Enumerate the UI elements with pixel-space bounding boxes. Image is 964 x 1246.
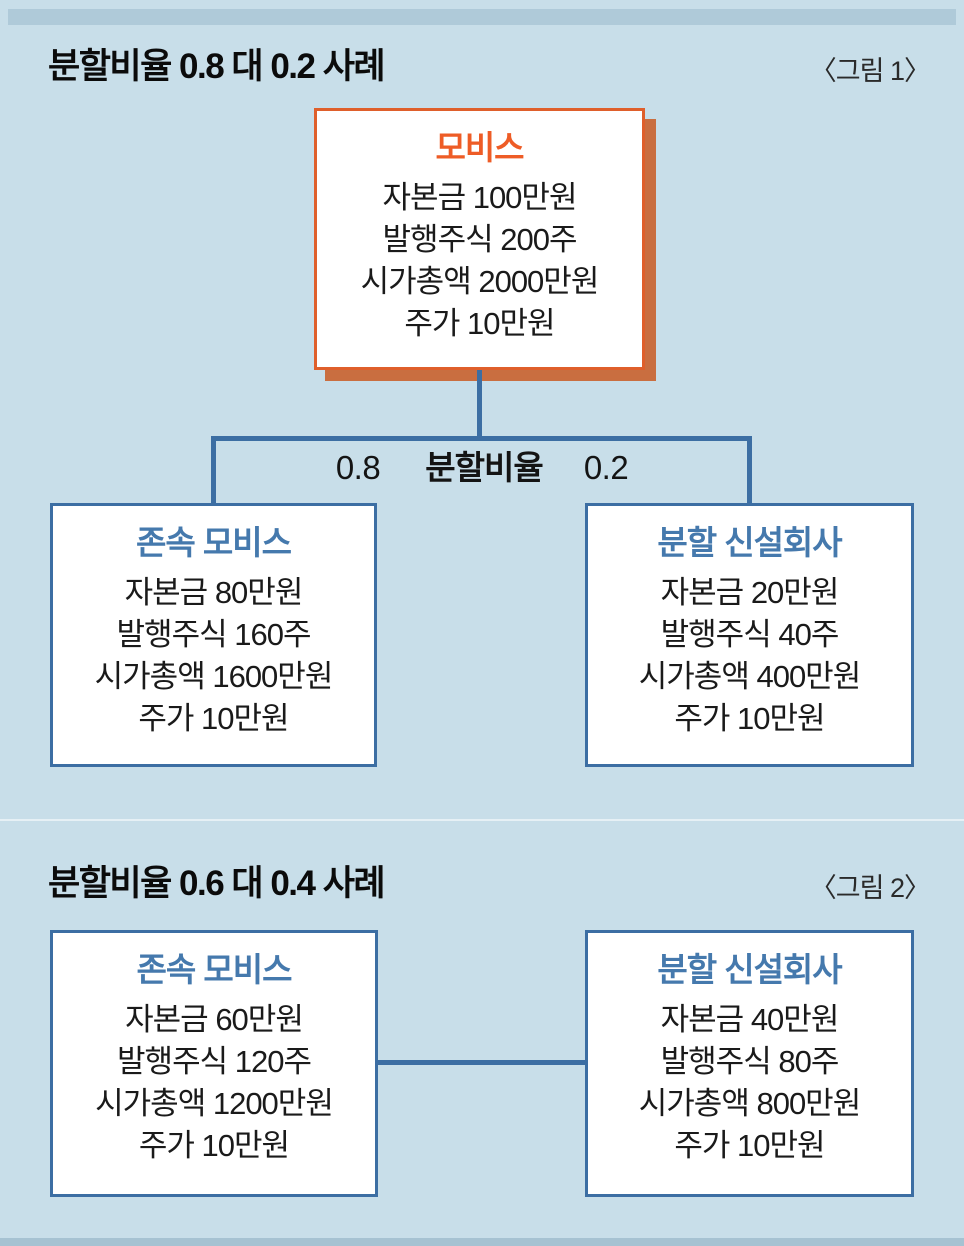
figure1-new-company-box: 분할 신설회사 자본금 20만원 발행주식 40주 시가총액 400만원 주가 … xyxy=(585,503,914,767)
surviving-company-details: 자본금 80만원 발행주식 160주 시가총액 1600만원 주가 10만원 xyxy=(53,572,374,740)
shares-line: 발행주식 120주 xyxy=(117,1044,312,1079)
marketcap-line: 시가총액 2000만원 xyxy=(360,264,600,299)
figure1-header: 분할비율 0.8 대 0.2 사례 xyxy=(48,47,386,86)
parent-company-box: 모비스 자본금 100만원 발행주식 200주 시가총액 2000만원 주가 1… xyxy=(314,108,645,370)
price-line: 주가 10만원 xyxy=(674,701,825,736)
connector-horizontal xyxy=(211,436,752,441)
shares-line: 발행주식 40주 xyxy=(660,617,840,652)
new-company-details: 자본금 40만원 발행주식 80주 시가총액 800만원 주가 10만원 xyxy=(588,999,911,1167)
figure1-label: 〈그림 1〉 xyxy=(809,56,931,86)
surviving-company-details: 자본금 60만원 발행주식 120주 시가총액 1200만원 주가 10만원 xyxy=(53,999,375,1167)
connector-right-vertical xyxy=(747,436,752,505)
capital-line: 자본금 20만원 xyxy=(660,575,840,610)
bottom-decor-band xyxy=(0,1238,964,1246)
top-decor-band xyxy=(8,9,956,25)
capital-line: 자본금 60만원 xyxy=(125,1002,304,1037)
figure1-surviving-company-box: 존속 모비스 자본금 80만원 발행주식 160주 시가총액 1600만원 주가… xyxy=(50,503,377,767)
surviving-company-title: 존속 모비스 xyxy=(136,951,293,988)
new-company-title: 분할 신설회사 xyxy=(657,524,842,561)
figure2-surviving-company-box: 존속 모비스 자본금 60만원 발행주식 120주 시가총액 1200만원 주가… xyxy=(50,930,378,1197)
section-divider xyxy=(0,819,964,821)
marketcap-line: 시가총액 1600만원 xyxy=(94,659,334,694)
shares-line: 발행주식 160주 xyxy=(116,617,312,652)
price-line: 주가 10만원 xyxy=(674,1128,825,1163)
capital-line: 자본금 40만원 xyxy=(660,1002,840,1037)
parent-company-details: 자본금 100만원 발행주식 200주 시가총액 2000만원 주가 10만원 xyxy=(317,177,642,345)
surviving-company-title: 존속 모비스 xyxy=(136,524,292,561)
capital-line: 자본금 100만원 xyxy=(382,180,578,215)
ratio-right-value: 0.2 xyxy=(583,449,629,486)
shares-line: 발행주식 80주 xyxy=(660,1044,840,1079)
price-line: 주가 10만원 xyxy=(138,1128,290,1163)
shares-line: 발행주식 200주 xyxy=(382,222,578,257)
new-company-title: 분할 신설회사 xyxy=(657,951,842,988)
figure2-label: 〈그림 2〉 xyxy=(809,873,931,903)
new-company-details: 자본금 20만원 발행주식 40주 시가총액 400만원 주가 10만원 xyxy=(588,572,911,740)
connector-center-vertical xyxy=(477,370,482,440)
marketcap-line: 시가총액 800만원 xyxy=(638,1086,861,1121)
price-line: 주가 10만원 xyxy=(138,701,289,736)
ratio-left-value: 0.8 xyxy=(335,449,381,486)
figure2-new-company-box: 분할 신설회사 자본금 40만원 발행주식 80주 시가총액 800만원 주가 … xyxy=(585,930,914,1197)
marketcap-line: 시가총액 1200만원 xyxy=(95,1086,334,1121)
ratio-label: 분할비율 xyxy=(425,449,543,486)
parent-company-title: 모비스 xyxy=(435,129,524,166)
price-line: 주가 10만원 xyxy=(404,306,555,341)
marketcap-line: 시가총액 400만원 xyxy=(638,659,861,694)
capital-line: 자본금 80만원 xyxy=(124,575,304,610)
figure2-header: 분할비율 0.6 대 0.4 사례 xyxy=(48,864,386,903)
connector-left-vertical xyxy=(211,436,216,505)
figure2-connector-horizontal xyxy=(378,1060,585,1065)
